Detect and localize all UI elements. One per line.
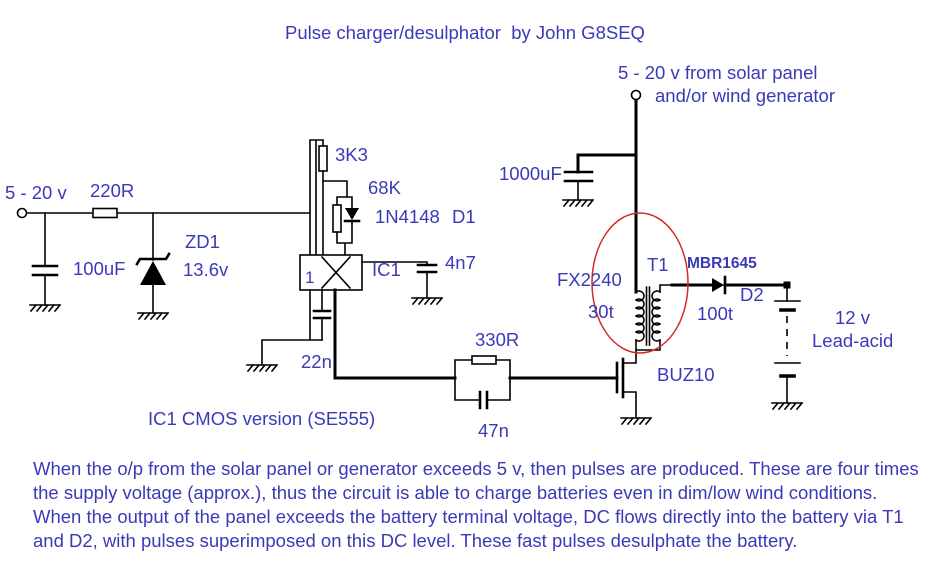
zd1-symbol <box>140 261 166 285</box>
label-ic1-pin1: 1 <box>305 268 314 287</box>
t1-secondary-leads <box>635 284 673 351</box>
c22n-plates <box>312 309 332 320</box>
ic1-timing-wire <box>322 170 353 256</box>
label-input-voltage: 5 - 20 v <box>5 182 67 203</box>
c4n7-plates <box>416 263 438 274</box>
ground-symbol <box>771 401 804 411</box>
label-d1-part: 1N4148 <box>375 206 440 227</box>
description-line: When the o/p from the solar panel or gen… <box>33 458 919 479</box>
label-battery-type: Lead-acid <box>812 330 893 351</box>
label-c1000u: 1000uF <box>499 163 562 184</box>
label-r220: 220R <box>90 180 134 201</box>
t1-core <box>645 286 651 346</box>
input-terminal <box>16 207 28 219</box>
d1-symbol <box>345 208 359 220</box>
ground-symbol <box>246 363 279 373</box>
label-ic1-ref: IC1 <box>372 259 401 280</box>
label-c22n: 22n <box>301 351 332 372</box>
label-r330: 330R <box>475 329 519 350</box>
resistor-68k <box>332 204 342 233</box>
description-line: the supply voltage (approx.), thus the c… <box>33 482 877 503</box>
ic1-body <box>299 254 363 291</box>
ic1-section <box>246 139 444 373</box>
label-r3k3: 3K3 <box>335 144 368 165</box>
resistor-220r <box>92 207 118 219</box>
label-t1-secondary: 100t <box>697 303 733 324</box>
diagram-title: Pulse charger/desulphator by John G8SEQ <box>285 22 645 43</box>
label-zd1-voltage: 13.6v <box>183 259 229 280</box>
battery-plates-short <box>779 308 796 378</box>
ic1-output-wire <box>333 288 457 380</box>
ic1-internal-lines <box>320 255 352 290</box>
label-solar-input-2: and/or wind generator <box>655 85 835 106</box>
resistor-3k3 <box>318 145 328 172</box>
ground-symbol <box>29 303 62 313</box>
label-battery-voltage: 12 v <box>835 307 871 328</box>
label-solar-input-1: 5 - 20 v from solar panel <box>618 62 817 83</box>
label-c100u: 100uF <box>73 258 125 279</box>
resistor-330r <box>471 355 497 365</box>
ic1-supply-wire <box>309 139 324 256</box>
label-t1-core: FX2240 <box>557 269 622 290</box>
transformer-section <box>562 89 791 354</box>
input-section <box>16 207 311 321</box>
drive-section <box>333 288 653 426</box>
ground-symbol <box>620 416 653 426</box>
label-q1-part: BUZ10 <box>657 364 715 385</box>
solar-input-terminal <box>630 89 642 101</box>
description-line: When the output of the panel exceeds the… <box>33 506 904 527</box>
battery <box>771 284 804 411</box>
labels: Pulse charger/desulphator by John G8SEQ … <box>5 22 893 441</box>
ground-symbol <box>562 198 595 208</box>
ground-symbol <box>411 296 444 306</box>
c47n-plates <box>478 390 489 410</box>
supply-wire <box>576 98 638 294</box>
label-d1-ref: D1 <box>452 206 476 227</box>
zd1-bar <box>135 252 171 266</box>
label-r68k: 68K <box>368 177 402 198</box>
t1-secondary-winding <box>651 290 662 342</box>
label-c47n: 47n <box>478 420 509 441</box>
transformer-highlight-ring <box>591 212 689 354</box>
label-t1-ref: T1 <box>647 254 669 275</box>
ic1-ground-wire <box>261 289 323 366</box>
label-c4n7: 4n7 <box>445 252 476 273</box>
description: When the o/p from the solar panel or gen… <box>33 458 919 551</box>
label-zd1-ref: ZD1 <box>185 231 220 252</box>
ground-symbol <box>137 311 170 321</box>
label-d2-part: MBR1645 <box>687 255 757 272</box>
description-line: and D2, with pulses superimposed on this… <box>33 530 797 551</box>
c100u-plates <box>31 264 59 277</box>
t1-primary-winding <box>634 290 645 342</box>
label-ic1-note: IC1 CMOS version (SE555) <box>148 408 375 429</box>
label-d2-ref: D2 <box>740 284 764 305</box>
label-t1-primary: 30t <box>588 301 614 322</box>
q1-drain-source <box>622 339 637 419</box>
rc-network-wire <box>454 359 511 401</box>
battery-plates-long <box>774 300 801 364</box>
d2-symbol <box>712 278 724 292</box>
